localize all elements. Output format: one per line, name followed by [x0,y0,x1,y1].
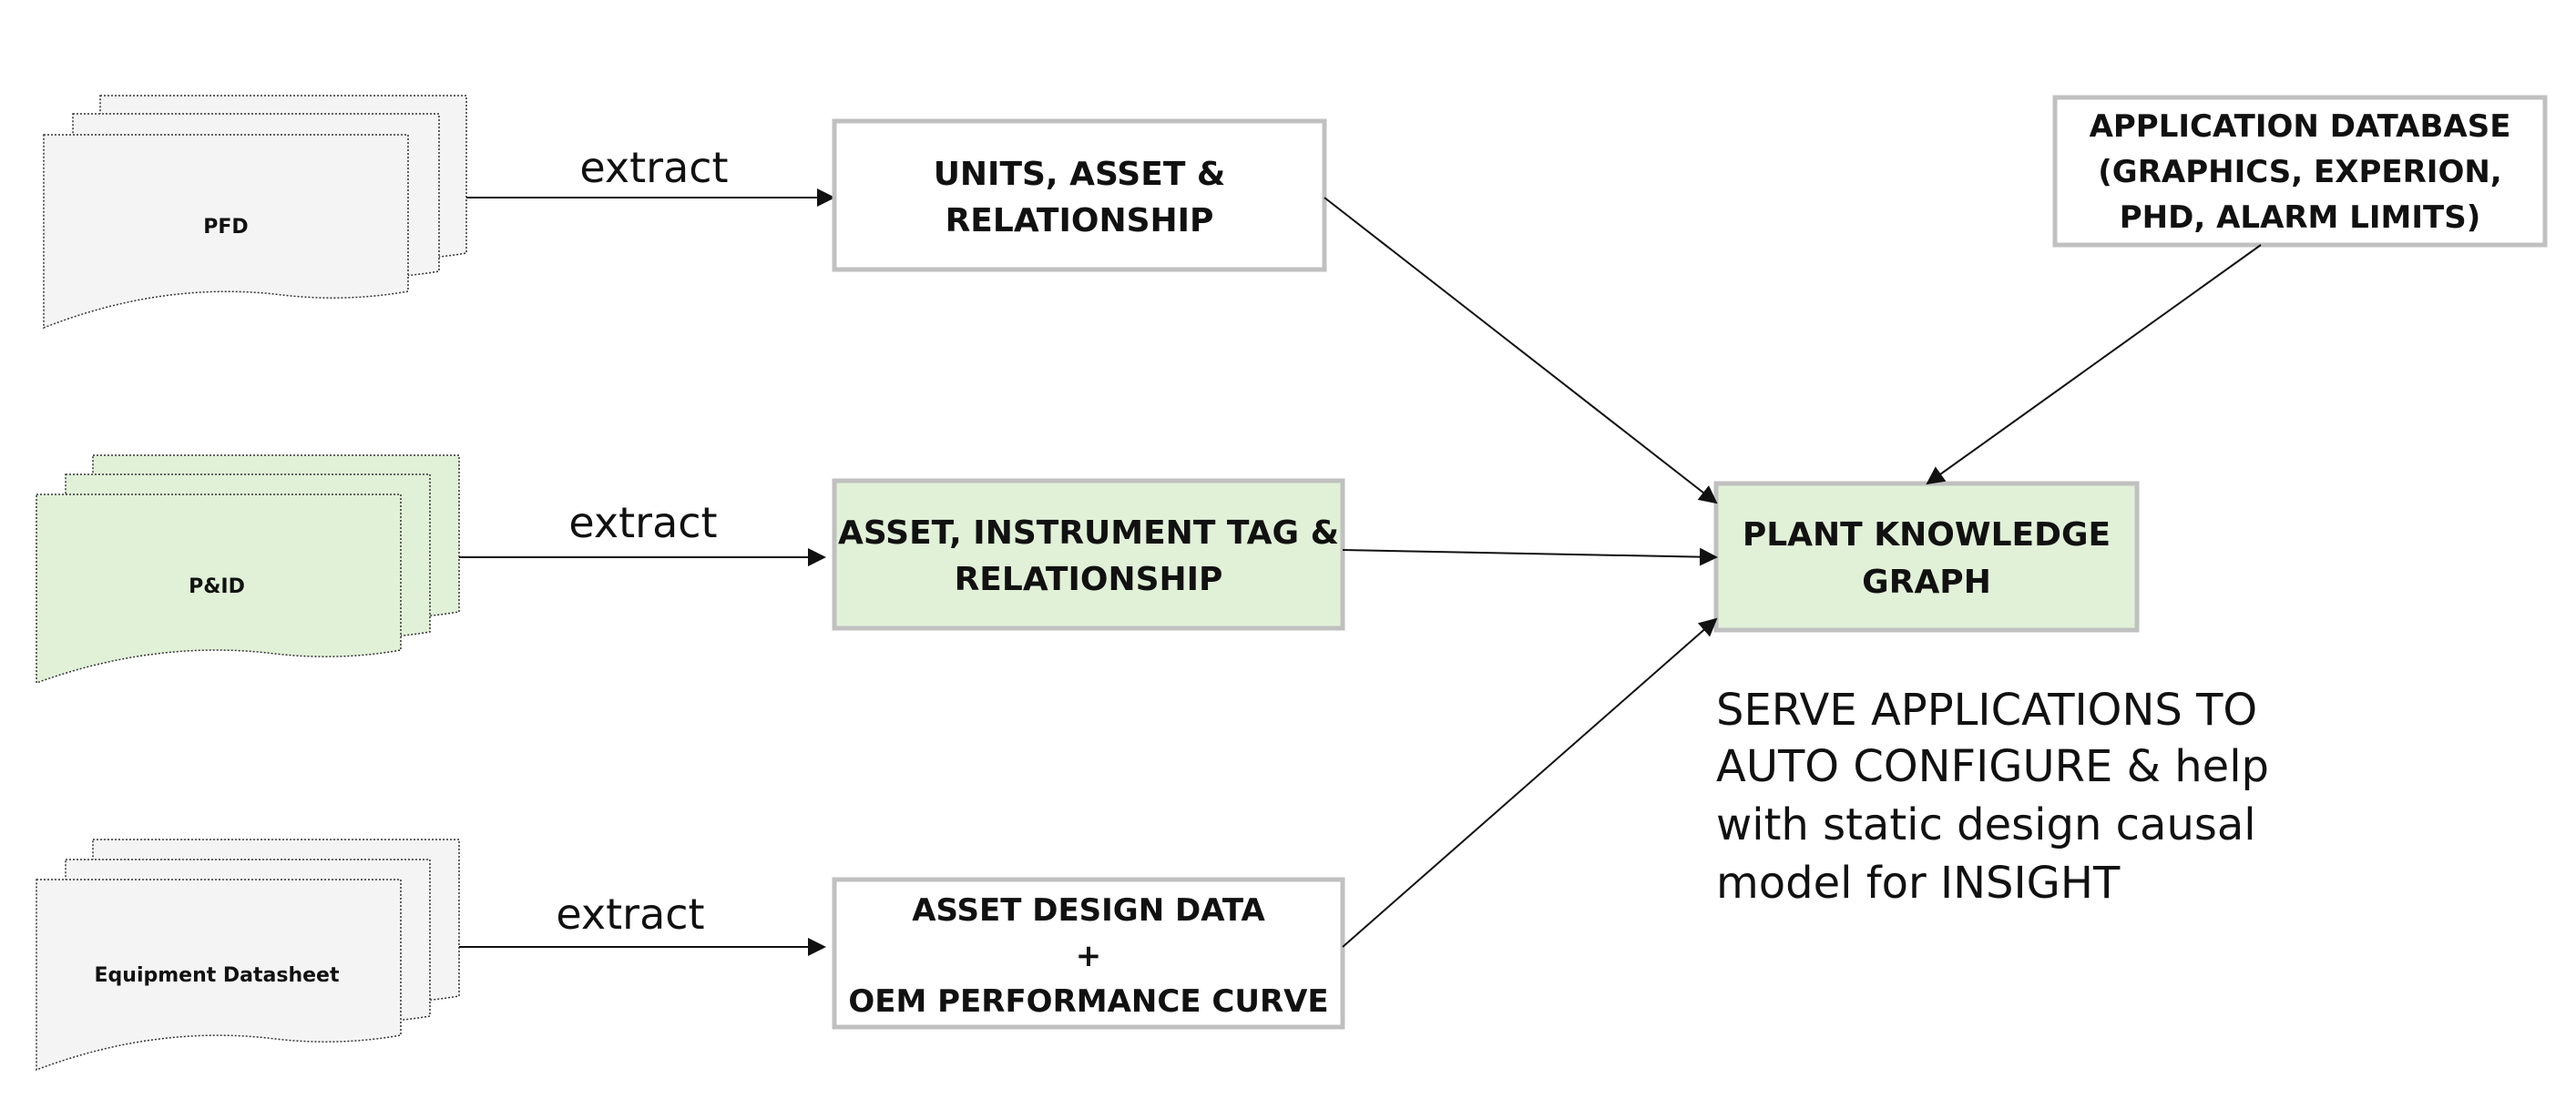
pid-sheet-front [36,493,402,685]
note-line-4: model for INSIGHT [1716,858,2121,909]
pid-document-label: P&ID [189,575,245,598]
extract-label-pfd: extract [579,143,728,192]
note-line-2: AUTO CONFIGURE & help [1716,741,2269,792]
application-database-box-line-1: APPLICATION DATABASE [2090,108,2511,145]
arrow-tag-to-graph [1342,547,1718,566]
plant-knowledge-graph-box: PLANT KNOWLEDGE GRAPH [1713,481,2140,633]
pfd-sheet-front [43,134,409,330]
pfd-document-stack: PFD [43,95,467,330]
asset-design-data-box-line-2: + [1076,938,1102,974]
application-database-box-line-2: (GRAPHICS, EXPERION, [2098,154,2501,190]
asset-instrument-tag-box-line-2: RELATIONSHIP [955,561,1223,598]
asset-design-data-box: ASSET DESIGN DATA + OEM PERFORMANCE CURV… [832,877,1345,1030]
plant-knowledge-graph-box-line-1: PLANT KNOWLEDGE [1743,516,2111,554]
asset-design-data-box-frame [832,877,1345,1030]
application-database-box-line-3: PHD, ALARM LIMITS) [2120,199,2481,236]
application-database-box: APPLICATION DATABASE (GRAPHICS, EXPERION… [2052,95,2548,248]
knowledge-graph-connectors [1324,197,2262,948]
note-line-1: SERVE APPLICATIONS TO [1716,685,2257,736]
units-asset-box: UNITS, ASSET & RELATIONSHIP [832,118,1327,272]
extract-label-datasheet: extract [556,890,704,939]
pid-document-stack: P&ID [36,454,460,685]
datasheet-document-stack: Equipment Datasheet [36,839,460,1072]
note-line-3: with static design causal [1716,799,2256,850]
arrow-units-to-graph [1324,197,1718,504]
asset-design-data-box-line-3: OEM PERFORMANCE CURVE [848,983,1328,1020]
pfd-document-label: PFD [203,216,248,239]
plant-knowledge-graph-box-frame [1713,481,2140,633]
asset-instrument-tag-box-frame [832,478,1345,631]
arrow-design-to-graph [1342,617,1718,948]
arrow-appdb-to-graph [1926,244,2262,485]
datasheet-document-label: Equipment Datasheet [95,964,340,987]
asset-instrument-tag-box-line-1: ASSET, INSTRUMENT TAG & [838,514,1339,552]
extract-label-pid: extract [568,498,717,547]
asset-instrument-tag-box: ASSET, INSTRUMENT TAG & RELATIONSHIP [832,478,1345,631]
units-asset-box-line-1: UNITS, ASSET & [934,156,1226,193]
asset-design-data-box-line-1: ASSET DESIGN DATA [912,892,1265,929]
plant-knowledge-graph-box-line-2: GRAPH [1862,564,1991,601]
units-asset-box-frame [832,118,1327,272]
application-database-box-frame [2052,95,2548,248]
datasheet-sheet-front [36,879,402,1072]
units-asset-box-line-2: RELATIONSHIP [946,202,1214,239]
extract-arrows: extract extract extract [459,143,835,956]
serve-applications-note: SERVE APPLICATIONS TO AUTO CONFIGURE & h… [1716,685,2269,909]
